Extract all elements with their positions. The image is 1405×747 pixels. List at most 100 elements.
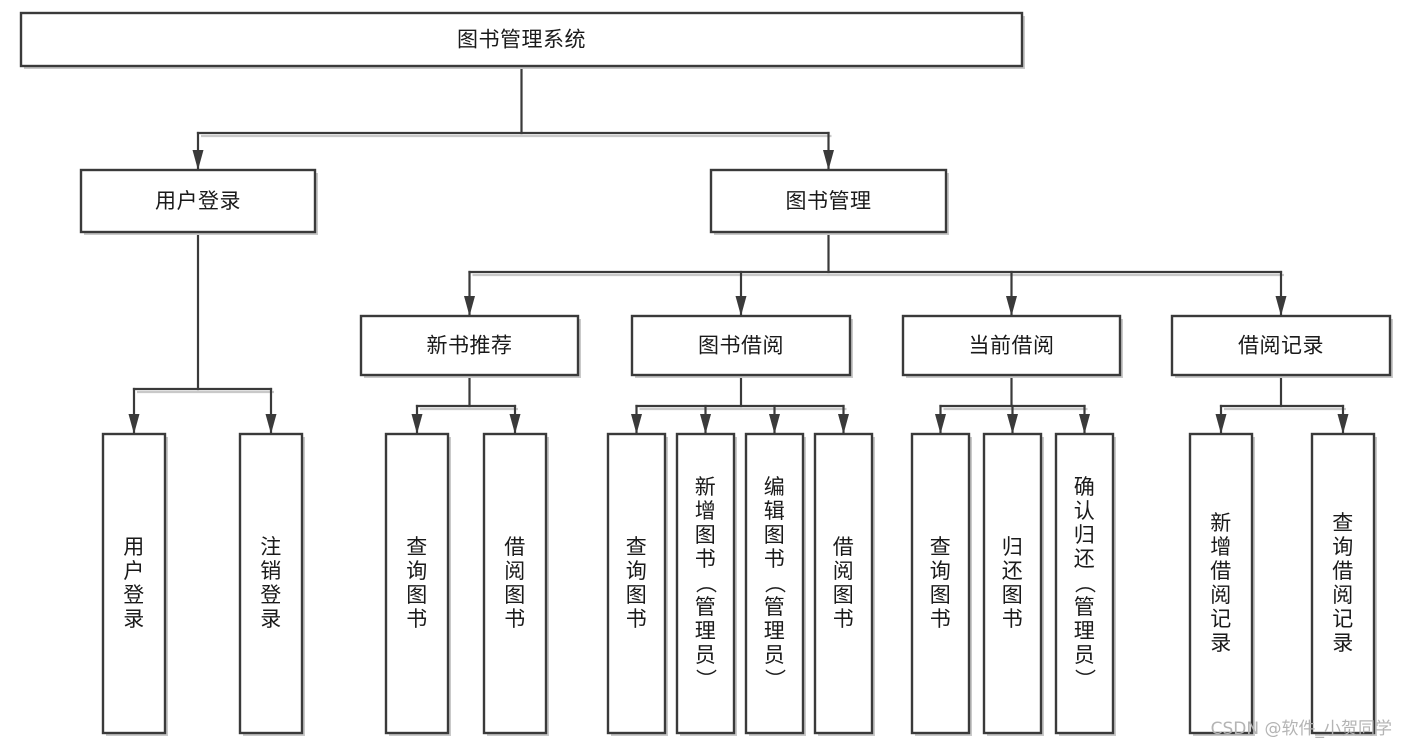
svg-text:员: 员 (695, 643, 717, 667)
node-l2-图书借阅[interactable]: 图书借阅 (630, 314, 853, 378)
arrow-down-icon (509, 414, 521, 434)
arrow-down-icon (935, 414, 946, 434)
arrow-down-icon (411, 414, 423, 434)
node-label: 当前借阅 (969, 334, 1055, 358)
svg-text:书: 书 (764, 547, 786, 571)
svg-text:书: 书 (626, 607, 648, 631)
svg-text:）: ） (763, 668, 787, 690)
svg-text:增: 增 (695, 499, 717, 523)
arrow-down-icon (735, 296, 747, 316)
arrow-down-icon (128, 414, 140, 434)
svg-text:管: 管 (764, 595, 786, 619)
arrow-down-icon (823, 150, 834, 170)
svg-text:编: 编 (764, 475, 786, 499)
node-label-vertical: 用户登录 (123, 535, 145, 631)
svg-text:辑: 辑 (764, 499, 786, 523)
svg-text:）: ） (1073, 668, 1097, 690)
svg-text:询: 询 (406, 559, 428, 583)
edge-layer (128, 64, 1349, 435)
svg-text:图: 图 (626, 583, 648, 607)
node-label: 图书管理系统 (457, 28, 586, 52)
svg-text:录: 录 (123, 607, 145, 631)
svg-text:）: ） (694, 668, 718, 690)
svg-text:（: （ (1073, 572, 1097, 594)
svg-text:阅: 阅 (1210, 583, 1232, 607)
node-layer: 图书管理系统用户登录图书管理新书推荐图书借阅当前借阅借阅记录用户登录注销登录查询… (19, 11, 1393, 736)
svg-text:管: 管 (695, 595, 717, 619)
svg-text:书: 书 (504, 607, 526, 631)
svg-text:书: 书 (1002, 607, 1024, 631)
svg-text:新: 新 (695, 475, 717, 499)
svg-text:录: 录 (260, 607, 282, 631)
node-l2-借阅记录[interactable]: 借阅记录 (1170, 314, 1393, 378)
arrow-down-icon (1275, 296, 1287, 316)
svg-text:理: 理 (695, 619, 717, 643)
svg-text:借: 借 (833, 535, 855, 559)
arrow-down-icon (1337, 414, 1349, 434)
node-l1-图书管理[interactable]: 图书管理 (709, 168, 949, 235)
node-l2-当前借阅[interactable]: 当前借阅 (901, 314, 1123, 378)
svg-text:阅: 阅 (504, 559, 526, 583)
svg-text:录: 录 (1332, 631, 1354, 655)
node-label: 图书管理 (786, 189, 872, 213)
svg-text:图: 图 (504, 583, 526, 607)
arrow-down-icon (1079, 414, 1090, 434)
svg-text:录: 录 (1210, 631, 1232, 655)
arrow-down-icon (700, 414, 711, 434)
svg-text:确: 确 (1074, 475, 1096, 499)
svg-text:借: 借 (1332, 559, 1354, 583)
svg-text:查: 查 (626, 535, 648, 559)
svg-text:管: 管 (1074, 595, 1096, 619)
arrow-down-icon (1006, 296, 1017, 316)
svg-text:增: 增 (1210, 535, 1232, 559)
svg-text:借: 借 (1210, 559, 1232, 583)
svg-text:用: 用 (123, 535, 145, 559)
arrow-down-icon (769, 414, 780, 434)
node-l1-用户登录[interactable]: 用户登录 (79, 168, 318, 235)
node-label: 用户登录 (155, 189, 241, 213)
svg-text:查: 查 (1332, 511, 1354, 535)
svg-text:注: 注 (260, 535, 282, 559)
node-leaf-用户登录[interactable]: 用户登录 (101, 432, 168, 736)
arrow-down-icon (631, 414, 642, 434)
node-label: 新书推荐 (427, 334, 513, 358)
svg-text:阅: 阅 (833, 559, 855, 583)
node-root-图书管理系统[interactable]: 图书管理系统 (19, 11, 1025, 69)
svg-text:员: 员 (764, 643, 786, 667)
svg-text:借: 借 (504, 535, 526, 559)
svg-text:新: 新 (1210, 511, 1232, 535)
svg-text:图: 图 (695, 523, 717, 547)
svg-text:图: 图 (406, 583, 428, 607)
svg-text:图: 图 (930, 583, 952, 607)
svg-text:书: 书 (406, 607, 428, 631)
svg-text:书: 书 (695, 547, 717, 571)
arrow-down-icon (265, 414, 277, 434)
svg-text:询: 询 (1332, 535, 1354, 559)
svg-text:（: （ (694, 572, 718, 594)
node-l2-新书推荐[interactable]: 新书推荐 (359, 314, 581, 378)
svg-text:书: 书 (930, 607, 952, 631)
svg-text:还: 还 (1074, 547, 1096, 571)
svg-text:询: 询 (626, 559, 648, 583)
